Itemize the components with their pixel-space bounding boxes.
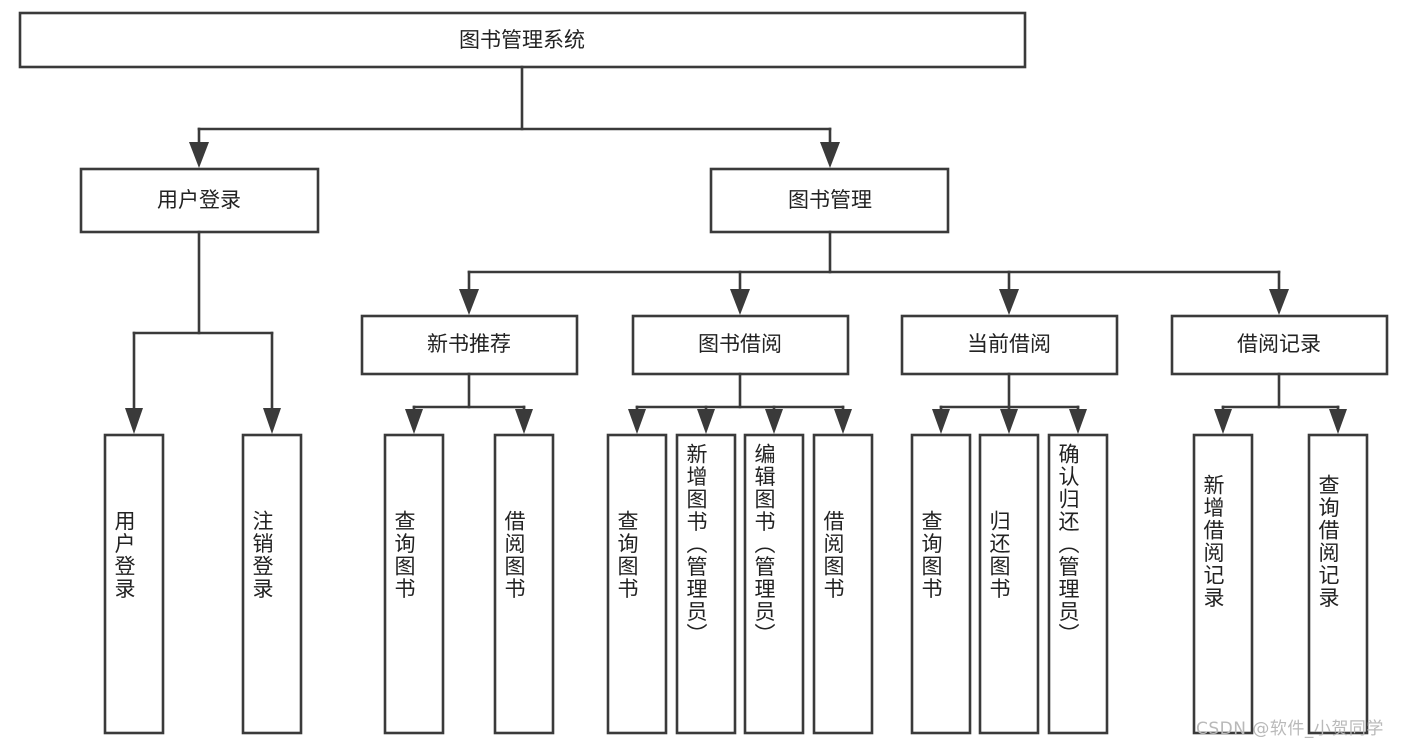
arrow-head-to-new-book: [459, 289, 479, 315]
node-root-system[interactable]: 图书管理系统: [18, 11, 1027, 69]
leaf-box-bookborrow-borrow[interactable]: [812, 433, 874, 735]
arrow-head-login-leaf-2: [263, 408, 281, 434]
node-label-borrow-record: 借阅记录: [1237, 332, 1321, 356]
leaf-box-bookborrow-edit[interactable]: [743, 433, 805, 735]
arrow-head-to-current-borrow: [999, 289, 1019, 315]
arrow-head-borrowrecord-leaf-2: [1329, 409, 1347, 434]
arrow-head-bookborrow-leaf-3: [765, 409, 783, 434]
arrow-head-to-user-login: [189, 142, 209, 168]
leaf-box-logout[interactable]: [241, 433, 303, 735]
node-label-book-management: 图书管理: [788, 188, 872, 212]
arrow-head-currentborrow-leaf-2: [1000, 409, 1018, 434]
node-label-root: 图书管理系统: [459, 28, 585, 52]
node-borrow-record[interactable]: 借阅记录: [1170, 314, 1389, 376]
csdn-watermark: CSDN @软件_小贺同学: [1196, 719, 1384, 739]
arrow-head-currentborrow-leaf-1: [932, 409, 950, 434]
node-user-login[interactable]: 用户登录: [79, 167, 320, 234]
leaf-box-record-add[interactable]: [1192, 433, 1254, 735]
leaf-box-newbook-borrow[interactable]: [493, 433, 555, 735]
arrow-head-bookborrow-leaf-1: [628, 409, 646, 434]
arrow-head-login-leaf-1: [125, 408, 143, 434]
arrow-head-newbook-leaf-2: [515, 409, 533, 434]
leaf-box-bookborrow-query[interactable]: [606, 433, 668, 735]
arrow-head-to-book-borrow: [730, 289, 750, 315]
node-box-book-management[interactable]: [709, 167, 950, 234]
node-book-borrow[interactable]: 图书借阅: [631, 314, 850, 376]
arrow-head-to-borrow-record: [1269, 289, 1289, 315]
node-box-new-book-recommend[interactable]: [360, 314, 579, 376]
leaf-box-record-query[interactable]: [1307, 433, 1369, 735]
node-label-current-borrow: 当前借阅: [967, 332, 1051, 356]
node-label-user-login: 用户登录: [157, 188, 241, 212]
node-box-borrow-record[interactable]: [1170, 314, 1389, 376]
arrow-head-currentborrow-leaf-3: [1069, 409, 1087, 434]
arrow-head-borrowrecord-leaf-1: [1214, 409, 1232, 434]
arrow-head-bookborrow-leaf-2: [697, 409, 715, 434]
node-label-new-book-recommend: 新书推荐: [427, 332, 511, 356]
node-book-management[interactable]: 图书管理: [709, 167, 950, 234]
node-label-book-borrow: 图书借阅: [698, 332, 782, 356]
leaf-box-user-login[interactable]: [103, 433, 165, 735]
leaf-box-newbook-query[interactable]: [383, 433, 445, 735]
node-current-borrow[interactable]: 当前借阅: [900, 314, 1119, 376]
node-new-book-recommend[interactable]: 新书推荐: [360, 314, 579, 376]
leaf-box-bookborrow-add[interactable]: [675, 433, 737, 735]
node-box-book-borrow[interactable]: [631, 314, 850, 376]
arrow-head-bookborrow-leaf-4: [834, 409, 852, 434]
arrow-head-to-book-management: [820, 142, 840, 168]
leaf-box-currentborrow-query[interactable]: [910, 433, 972, 735]
node-box-root[interactable]: [18, 11, 1027, 69]
leaf-box-currentborrow-confirm[interactable]: [1047, 433, 1109, 735]
arrow-head-newbook-leaf-1: [405, 409, 423, 434]
leaf-box-currentborrow-return[interactable]: [978, 433, 1040, 735]
node-box-current-borrow[interactable]: [900, 314, 1119, 376]
